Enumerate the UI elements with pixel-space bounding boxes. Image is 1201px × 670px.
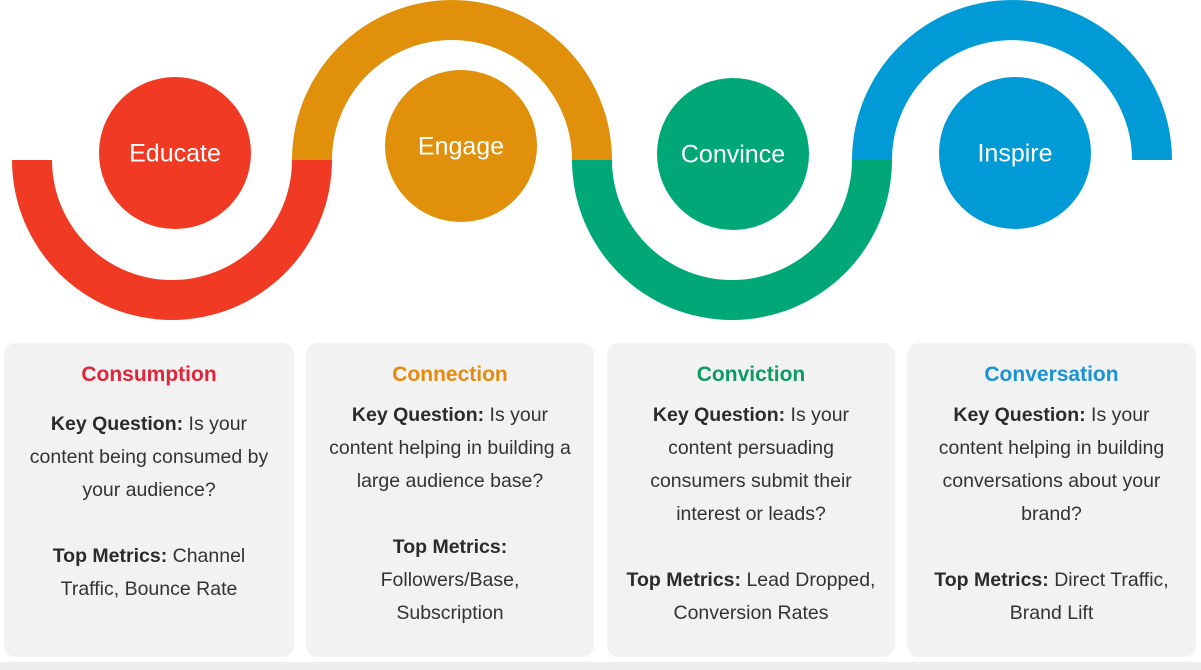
question-text: Is your content helping in building conv… [938,404,1165,525]
card-title: Conversation [984,363,1119,386]
educate-label: Educate [129,140,221,168]
educate-node: Educate [99,77,251,229]
card-question: Key Question: Is your content persuading… [607,399,895,531]
wave-diagram: Educate Engage Convince Inspire [12,0,1172,320]
card-consumption: Consumption Key Question: Is your conten… [4,343,294,657]
bottom-band [0,662,1201,670]
metrics-label: Top Metrics: [392,536,508,558]
convince-label: Convince [681,141,785,169]
card-title: Connection [392,363,508,386]
inspire-label: Inspire [977,140,1052,168]
metrics-text: Lead Dropped, Conversion Rates [673,569,876,624]
question-label: Key Question: [351,404,485,426]
card-conversation: Conversation Key Question: Is your conte… [907,343,1196,657]
engage-node: Engage [385,70,537,222]
question-text: Is your content helping in building a la… [329,404,571,492]
card-question: Key Question: Is your content helping in… [907,399,1196,531]
metrics-text: Followers/Base, Subscription [380,569,520,624]
question-label: Key Question: [50,413,184,435]
inspire-arc [852,0,1172,160]
question-text: Is your content persuading consumers sub… [650,404,852,525]
metrics-text: Direct Traffic, Brand Lift [1009,569,1169,624]
metrics-label: Top Metrics: [934,569,1049,591]
convince-arc [572,160,892,320]
card-question: Key Question: Is your content being cons… [4,408,294,507]
question-label: Key Question: [652,404,786,426]
question-text: Is your content being consumed by your a… [29,413,269,501]
metrics-label: Top Metrics: [52,545,168,567]
card-conviction: Conviction Key Question: Is your content… [607,343,895,657]
card-metrics: Top Metrics: Channel Traffic, Bounce Rat… [4,540,294,606]
card-metrics: Top Metrics: Lead Dropped, Conversion Ra… [607,564,895,630]
metrics-label: Top Metrics: [626,569,742,591]
question-label: Key Question: [953,404,1086,426]
card-connection: Connection Key Question: Is your content… [306,343,594,657]
card-question: Key Question: Is your content helping in… [306,399,594,498]
engage-label: Engage [418,133,504,161]
card-title: Conviction [696,363,806,386]
card-metrics: Top Metrics: Followers/Base, Subscriptio… [306,531,594,630]
card-title: Consumption [81,363,217,386]
engage-arc [292,0,612,160]
card-metrics: Top Metrics: Direct Traffic, Brand Lift [907,564,1196,630]
inspire-node: Inspire [939,77,1091,229]
metrics-text: Channel Traffic, Bounce Rate [60,545,246,600]
educate-arc [12,160,332,320]
convince-node: Convince [657,78,809,230]
